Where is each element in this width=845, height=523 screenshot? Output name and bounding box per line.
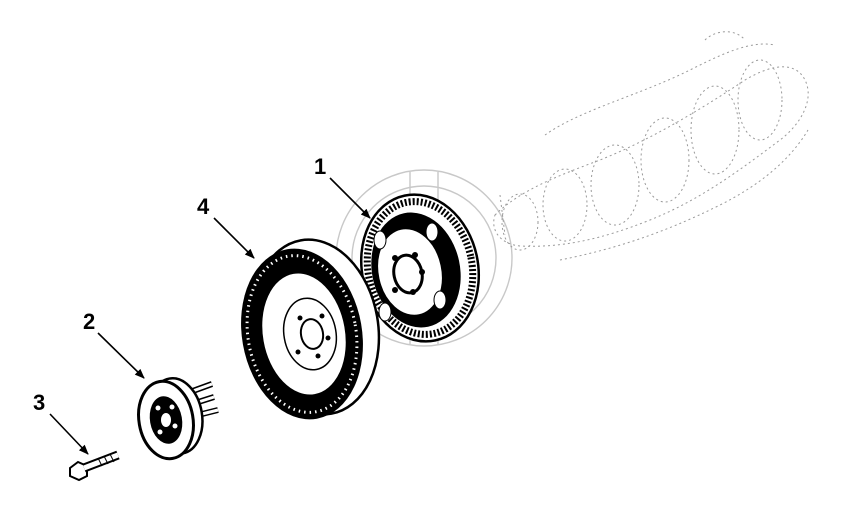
- leader-4: [213, 217, 255, 259]
- flywheel-ring-gear: [359, 193, 481, 343]
- leader-2: [97, 332, 145, 379]
- bolt: [69, 450, 120, 482]
- callout-3: 3: [33, 390, 46, 415]
- crankshaft-ghost: [493, 31, 809, 261]
- callout-4: 4: [197, 194, 210, 219]
- callout-1: 1: [314, 154, 327, 179]
- hub: [137, 377, 219, 461]
- leader-1: [329, 177, 371, 219]
- vibration-damper: [241, 238, 381, 420]
- leader-3: [49, 413, 89, 455]
- callout-2: 2: [83, 309, 96, 334]
- leader-arrows: [49, 177, 371, 455]
